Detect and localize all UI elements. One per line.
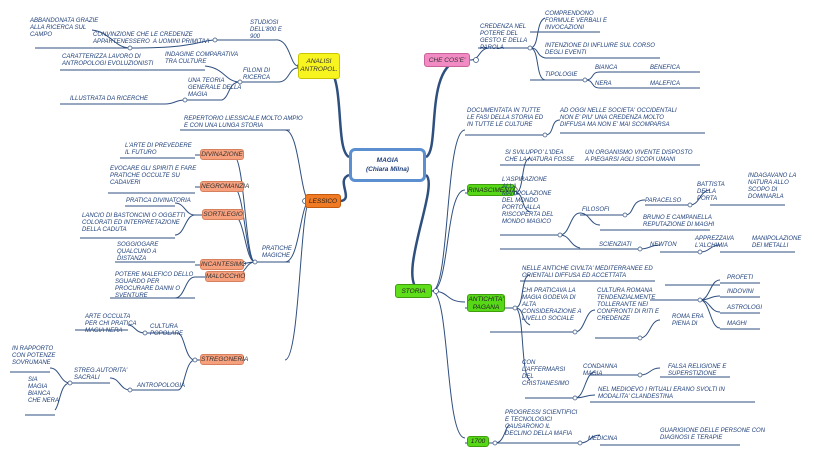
node-organismo[interactable]: UN ORGANISMO VIVENTE DISPOSTO A PIEGARSI… [585,150,693,163]
node-stregoneria[interactable]: STREGONERIA [200,354,249,365]
node-manipolazione[interactable]: MANIPOLAZIONE DEI METALLI [752,236,802,249]
node-roma[interactable]: ROMA ERA PIENA DI [672,314,704,327]
node-cultura-romana[interactable]: CULTURA ROMANA TENDENZIALMENTE TOLLERANT… [597,288,659,322]
node-con-affermarsi[interactable]: CON L'AFFERMARSI DEL CRISTIANESIMO [522,360,570,387]
node-apprezzava[interactable]: APPREZZAVA L'ALCHIMIA [695,236,735,249]
node-malocchio[interactable]: MALOCCHIO [205,271,246,282]
node-rinascimento[interactable]: RINASCIMENTO [467,184,518,196]
topic-lessico[interactable]: LESSICO [305,194,341,208]
node-studiosi[interactable]: STUDIOSI DELL'800 E 900 [250,20,282,40]
node-filosofi[interactable]: FILOSOFI [582,207,610,213]
node-sortilegio[interactable]: SORTILEGIO [202,209,244,220]
node-aspirazione[interactable]: L'ASPIRAZIONE ALLA MANIPOLAZIONE DEL MON… [502,177,554,225]
node-maghi[interactable]: MAGHI [727,321,747,327]
node-bruno[interactable]: BRUNO E CAMPANELLA REPUTAZIONE DI MAGHI [643,215,715,228]
node-rapporto[interactable]: IN RAPPORTO CON POTENZE SOVRUMANE [12,346,56,366]
node-streg-autorita[interactable]: STREG.AUTORITA' SACRALI [74,368,128,381]
node-antropologia[interactable]: ANTROPOLOGIA [137,383,186,389]
central-topic[interactable]: MAGIA (Chiara Milna) [349,148,426,182]
node-tipologie[interactable]: TIPOLOGIE [545,72,578,78]
central-topic-subtitle: (Chiara Milna) [366,166,409,173]
node-1700[interactable]: 1700 [467,436,489,447]
node-chi-praticava[interactable]: CHI PRATICAVA LA MAGIA GODEVA DI ALTA CO… [522,288,582,322]
node-ad-oggi[interactable]: AD OGGI NELLE SOCIETA' OCCIDENTALI NON E… [560,108,677,128]
node-benefica[interactable]: BENEFICA [650,65,681,71]
central-topic-title: MAGIA [376,157,399,164]
node-malefica[interactable]: MALEFICA [650,81,681,87]
node-battista[interactable]: BATTISTA DELLA PORTA [697,182,725,202]
topic-storia[interactable]: STORIA [395,284,432,298]
topic-che-cose[interactable]: CHE COS'E' [424,53,470,67]
node-sia-magia[interactable]: SIA MAGIA BIANCA CHE NERA [28,377,60,404]
node-pratiche-magiche[interactable]: PRATICHE MAGICHE [262,246,292,259]
node-divinazione-desc[interactable]: L'ARTE DI PREVEDERE IL FUTURO [125,143,192,156]
node-teoria[interactable]: UNA TEORIA GENERALE DELLA MAGIA [188,78,242,98]
node-credenza[interactable]: CREDENZA NEL POTERE DEL GESTO E DELLA PA… [480,24,528,51]
node-bianca[interactable]: BIANCA [595,65,618,71]
node-malocchio-desc[interactable]: POTERE MALEFICO DELLO SGUARDO PER PROCUR… [115,272,194,299]
node-astrologi[interactable]: ASTROLOGI [727,305,763,311]
node-si-sviluppo[interactable]: SI SVILUPPO' L'IDEA CHE LA NATURA FOSSE [505,150,575,163]
node-medicina[interactable]: MEDICINA [588,436,618,442]
node-cultura-popolare[interactable]: CULTURA POPOLARE [150,324,184,337]
node-negromanzia-desc[interactable]: EVOCARE GLI SPIRITI E FARE PRATICHE OCCU… [110,166,197,186]
node-divinazione[interactable]: DIVINAZIONE [200,149,244,160]
node-paracelso[interactable]: PARACELSO [645,198,682,204]
node-antiche-civilta[interactable]: NELLE ANTICHE CIVILTA' MEDITERRANEE ED O… [522,266,653,279]
node-guarigione[interactable]: GUARIGIONE DELLE PERSONE CON DIAGNOSI E … [660,428,766,441]
node-caratterizza[interactable]: CARATTERIZZA LAVORO DI ANTROPOLOGI EVOLU… [62,54,154,67]
node-comprendono[interactable]: COMPRENDONO FORMULE VERBALI E INVOCAZION… [545,11,608,31]
node-illustrata[interactable]: ILLUSTRATA DA RICERCHE [70,96,149,102]
node-repertorio[interactable]: REPERTORIO LIESSICALE MOLTO AMPIO E CON … [184,116,303,129]
node-condanna[interactable]: CONDANNA MAGIA [583,364,618,377]
node-antichita[interactable]: ANTICHITA' PAGANA [467,294,505,312]
node-negromanzia[interactable]: NEGROMANZIA [200,181,250,192]
node-incantesimo[interactable]: INCANTESIMO [200,259,247,270]
node-sortilegio-desc2[interactable]: LANCIO DI BASTONCINI O OGGETTI COLORATI … [82,213,186,233]
node-documentata[interactable]: DOCUMENTATA IN TUTTE LE FASI DELLA STORI… [467,108,544,128]
node-falsa[interactable]: FALSA RELIGIONE E SUPERSTIZIONE [668,364,727,377]
node-abbandonata[interactable]: ABBANDONATA GRAZIE ALLA RICERCA SUL CAMP… [30,18,99,38]
node-arte-occulta[interactable]: ARTE OCCULTA PER CHI PRATICA MAGIA NERA [85,314,137,334]
topic-analisi-antropologica[interactable]: ANALISI ANTROPOL. [298,53,340,79]
node-sortilegio-desc1[interactable]: PRATICA DIVINATORIA [126,198,191,204]
node-incantesimo-desc[interactable]: SOGGIOGARE QUALCUNO A DISTANZA [117,242,159,262]
node-convinzione[interactable]: CONVINZIONE CHE LE CREDENZE APPARTENESSE… [93,32,210,45]
node-filoni[interactable]: FILONI DI RICERCA [243,68,271,81]
node-indagine[interactable]: INDAGINE COMPARATIVA TRA CULTURE [165,52,239,65]
node-indovini[interactable]: INDOVINI [727,289,754,295]
node-profeti[interactable]: PROFETI [727,275,754,281]
node-intenzione[interactable]: INTENZIONE DI INFLUIRE SUL CORSO DEGLI E… [545,43,655,56]
node-progressi[interactable]: PROGRESSI SCIENTIFICI E TECNOLOGICI CAUS… [505,410,578,437]
node-indagavano[interactable]: INDAGAVANO LA NATURA ALLO SCOPO DI DOMIN… [748,173,797,200]
node-newton[interactable]: NEWTON [650,242,677,248]
node-scienziati[interactable]: SCIENZIATI [599,242,632,248]
node-medioevo[interactable]: NEL MEDIOEVO I RITUALI ERANO SVOLTI IN M… [598,387,725,400]
node-nera[interactable]: NERA [595,81,612,87]
